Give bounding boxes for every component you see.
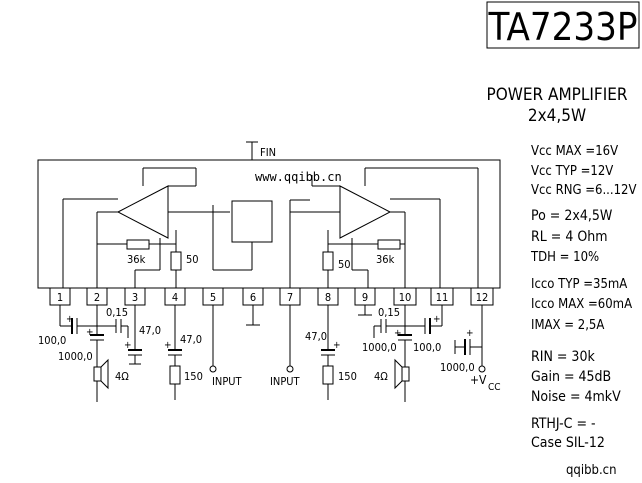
svg-text:+: + (466, 328, 474, 339)
label-r150-right: 150 (338, 370, 357, 383)
pin-7-label: 7 (287, 291, 293, 304)
watermark-center: www.qqibb.cn (255, 170, 342, 184)
svg-text:+: + (394, 328, 402, 339)
pin-4-label: 4 (172, 291, 178, 304)
spec-vcc-rng: Vcc RNG =6...12V (531, 183, 636, 198)
spec-case: Case SIL-12 (531, 435, 605, 451)
pin-2-label: 2 (94, 291, 100, 304)
label-r150-left: 150 (184, 370, 203, 383)
resistor-36k-left (126, 239, 150, 250)
label-c100-left: 100,0 (38, 334, 66, 347)
resistor-150-right (322, 365, 334, 385)
pin-5-label: 5 (210, 291, 216, 304)
svg-text:+: + (333, 340, 341, 351)
svg-text:+: + (164, 340, 172, 351)
resistor-50-left (170, 251, 182, 271)
pin-11-label: 11 (436, 291, 449, 304)
label-r36k-right: 36k (376, 253, 395, 266)
label-vcc-sub: CC (488, 382, 501, 393)
spec-rin: RIN = 30k (531, 349, 595, 365)
spec-tdh: TDH = 10% (530, 250, 599, 265)
pin-10-label: 10 (399, 291, 412, 304)
label-r36k-left: 36k (127, 253, 146, 266)
label-c1000-vcc: 1000,0 (440, 361, 475, 374)
label-c100-right: 100,0 (413, 341, 441, 354)
spec-vcc-max: Vcc MAX =16V (531, 144, 618, 159)
subtitle-line2: 2x4,5W (528, 106, 586, 126)
subtitle-line1: POWER AMPLIFIER (486, 85, 627, 105)
label-c015-left: 0,15 (106, 306, 128, 319)
label-c015-right: 0,15 (378, 306, 400, 319)
label-c1000-right: 1000,0 (362, 341, 397, 354)
title-box (486, 1, 640, 49)
amp-right (339, 185, 392, 239)
svg-text:+: + (86, 327, 94, 338)
label-input-left: INPUT (212, 375, 243, 388)
spec-rl: RL = 4 Ohm (531, 229, 608, 245)
label-input-right: INPUT (270, 375, 301, 388)
label-c47-b: 47,0 (180, 333, 202, 346)
pin-3-label: 3 (132, 291, 138, 304)
vcc-terminal (478, 365, 486, 373)
label-r50-right: 50 (338, 258, 351, 271)
bias-block (231, 200, 273, 243)
input-left-terminal (209, 365, 217, 373)
label-r50-left: 50 (186, 253, 199, 266)
label-spk-right: 4Ω (374, 370, 388, 383)
spec-imax: IMAX = 2,5A (531, 318, 604, 333)
part-number: TA7233P (488, 5, 638, 49)
spec-vcc-typ: Vcc TYP =12V (531, 164, 613, 179)
label-vcc: +V (470, 373, 487, 387)
label-c47-c: 47,0 (305, 330, 327, 343)
label-spk-left: 4Ω (115, 370, 129, 383)
spec-icco-max: Icco MAX =60mA (531, 297, 632, 312)
spec-po: Po = 2x4,5W (531, 208, 613, 224)
pin-9-label: 9 (362, 291, 368, 304)
speaker-left (93, 366, 102, 382)
fin-label: FIN (260, 146, 276, 159)
svg-text:+: + (124, 340, 132, 351)
label-c47-a: 47,0 (139, 324, 161, 337)
spec-icco-typ: Icco TYP =35mA (531, 277, 627, 292)
svg-text:+: + (66, 314, 74, 325)
pin-12-label: 12 (476, 291, 489, 304)
resistor-50-right (322, 251, 334, 271)
resistor-36k-right (377, 239, 401, 250)
input-right-terminal (286, 365, 294, 373)
speaker-right (401, 366, 410, 382)
pin-row: 1 2 3 4 5 6 7 8 9 10 11 12 (49, 287, 494, 306)
spec-gain: Gain = 45dB (531, 369, 611, 385)
spec-noise: Noise = 4mkV (531, 389, 621, 405)
watermark-corner: qqibb.cn (566, 463, 617, 478)
ic-body (37, 159, 501, 289)
pin-6-label: 6 (250, 291, 256, 304)
spec-rthj: RTHJ-C = - (531, 416, 596, 432)
spec-list: Vcc MAX =16V Vcc TYP =12V Vcc RNG =6...1… (530, 144, 636, 451)
label-c1000-left: 1000,0 (58, 350, 93, 363)
amp-left (116, 185, 169, 239)
svg-text:+: + (433, 314, 441, 325)
pin-8-label: 8 (325, 291, 331, 304)
pin-1-label: 1 (57, 291, 63, 304)
resistor-150-left (169, 365, 181, 385)
